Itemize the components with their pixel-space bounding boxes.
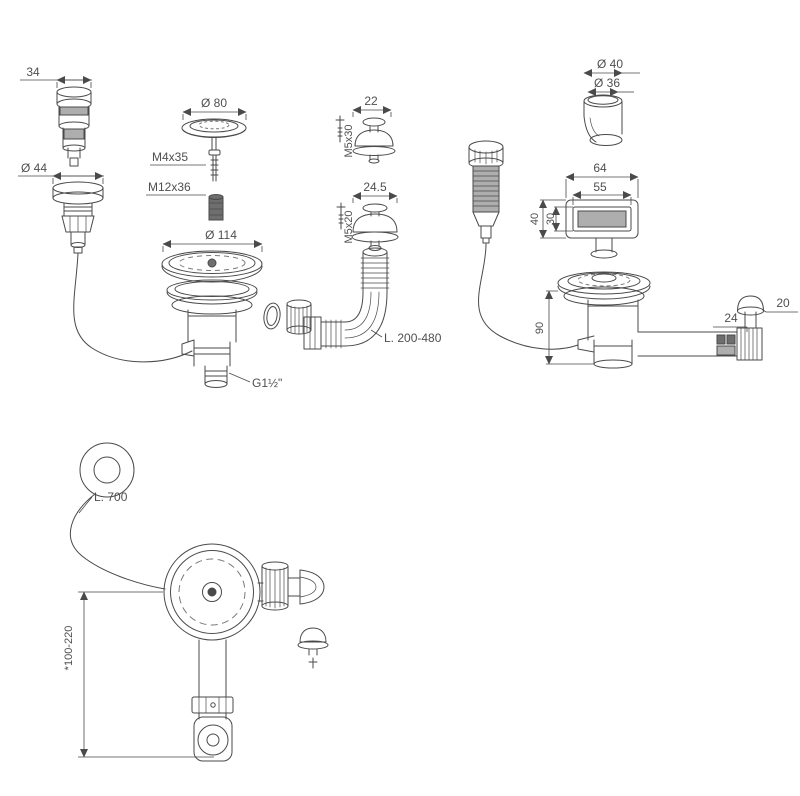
label-overflow-cap-b-screw: M5x20 bbox=[343, 210, 355, 243]
dim-overflow-cap-a-width: 22 bbox=[364, 94, 378, 108]
dim-basket-dia: Ø 114 bbox=[205, 228, 237, 242]
pushbutton-control-assembly: 34 Ø 44 bbox=[18, 65, 193, 363]
label-cable-length: L. 700 bbox=[94, 490, 128, 504]
overflow-caps-exploded: 22 M5x30 24.5 M5x20 bbox=[335, 94, 399, 251]
dim-body-height: 90 bbox=[534, 322, 546, 334]
dim-overflow-inner-height: 30 bbox=[545, 213, 557, 225]
assembled-waste-view: L. 700 *100-220 bbox=[63, 442, 329, 762]
dim-overflow-cap-b-width: 24.5 bbox=[363, 180, 387, 194]
label-overflow-cap-a-screw: M5x30 bbox=[343, 124, 355, 157]
dim-overflow-outer-height: 40 bbox=[529, 213, 541, 225]
dim-elbow-inner-dia: Ø 36 bbox=[594, 76, 620, 90]
basket-strainer-exploded: Ø 80 M4x35 M12x36 Ø 114 bbox=[146, 96, 312, 390]
rectangular-overflow-assembly: Ø 40 Ø 36 64 55 bbox=[468, 57, 798, 369]
label-cap-screw: M4x35 bbox=[152, 150, 188, 164]
dim-side-knob-offset: 24 bbox=[724, 311, 738, 325]
dim-overflow-outer-width: 64 bbox=[593, 161, 607, 175]
dim-side-knob-width: 20 bbox=[776, 296, 790, 310]
dim-overflow-inner-width: 55 bbox=[593, 180, 607, 194]
label-hose-length: L. 200-480 bbox=[384, 331, 442, 345]
label-outlet-thread: G1½" bbox=[252, 376, 282, 390]
dim-pushbutton-flange-dia: Ø 44 bbox=[21, 161, 47, 175]
dim-strainer-cap-dia: Ø 80 bbox=[201, 96, 227, 110]
dim-pushbutton-width: 34 bbox=[26, 65, 40, 79]
flexible-overflow-hose: L. 200-480 bbox=[303, 247, 442, 350]
dim-elbow-outer-dia: Ø 40 bbox=[597, 57, 623, 71]
label-basket-bolt: M12x36 bbox=[148, 180, 191, 194]
dim-install-height: *100-220 bbox=[63, 626, 75, 671]
